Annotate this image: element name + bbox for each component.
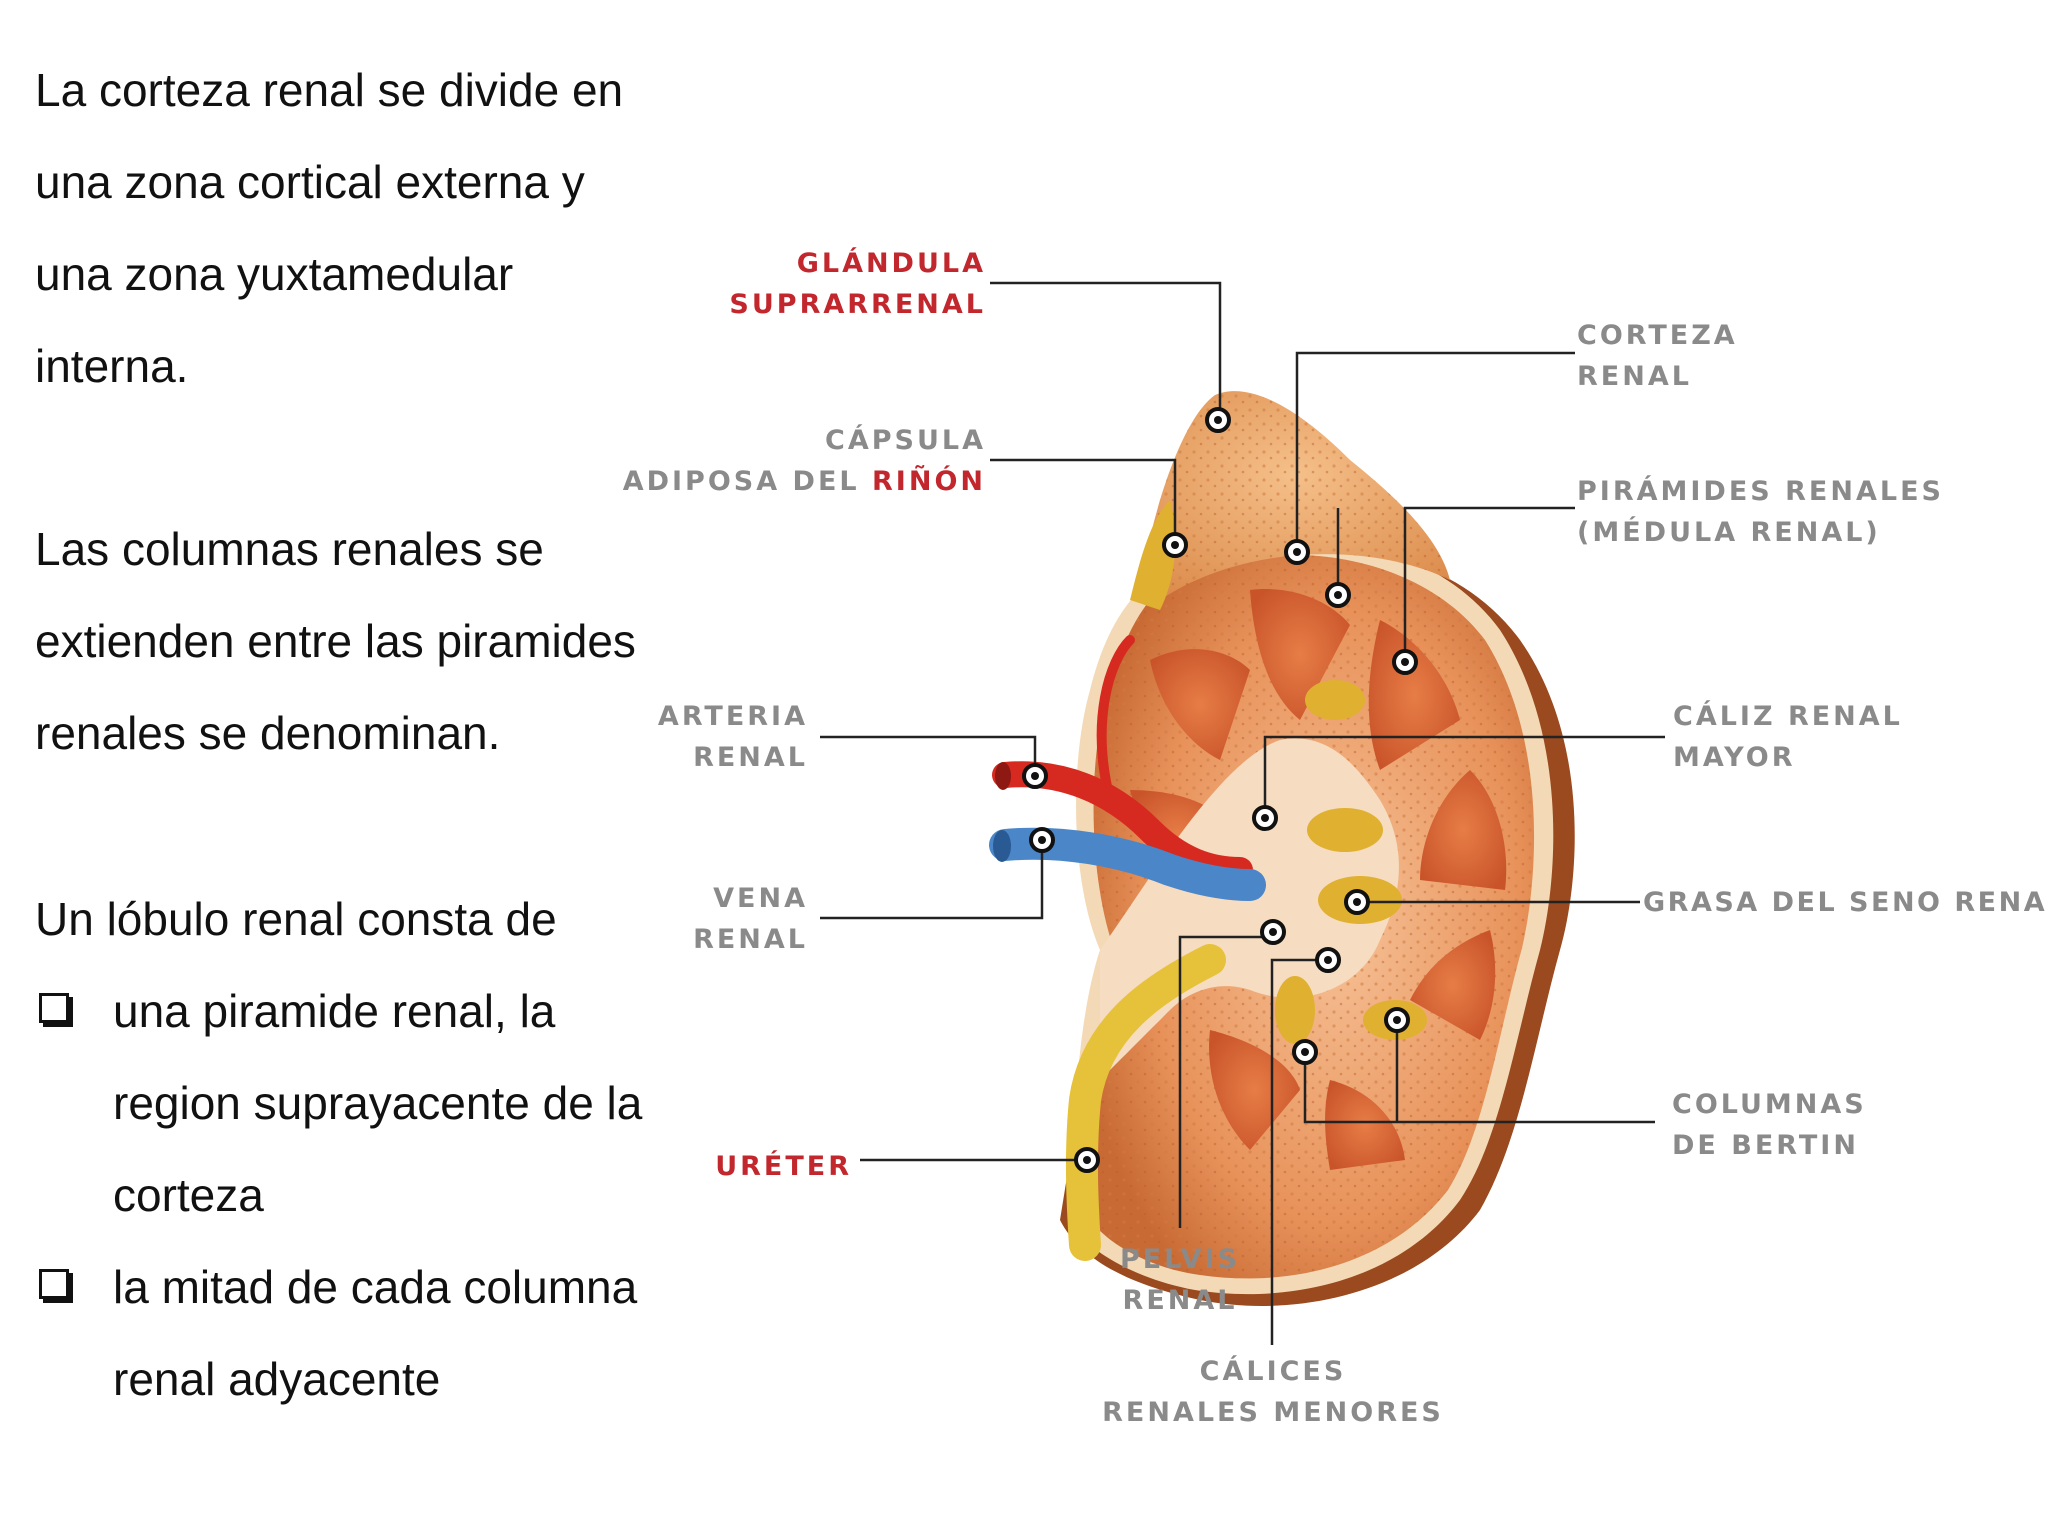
label-calices-line2: RENALES MENORES (1102, 1397, 1444, 1428)
text-line: Un lóbulo renal consta de (35, 893, 557, 945)
text-line: renales se denominan. (35, 707, 501, 759)
text-line: la mitad de cada columna (113, 1261, 638, 1313)
label-caliz-line1: CÁLIZ RENAL (1673, 700, 1903, 732)
lobulo-bullet-list: una piramide renal, la region suprayacen… (35, 965, 642, 1425)
label-corteza-line1: CORTEZA (1577, 320, 1738, 351)
label-capsula-line1: CÁPSULA (825, 424, 986, 456)
text-line: interna. (35, 340, 189, 392)
paragraph-lobulo: Un lóbulo renal consta de (35, 873, 557, 965)
text-line: region suprayacente de la (113, 1077, 643, 1129)
label-pelvis-line1: PELVIS (1120, 1244, 1240, 1275)
label-columnas-line1: COLUMNAS (1672, 1089, 1867, 1120)
text-line: renal adyacente (113, 1353, 441, 1405)
adipose-fat (1130, 500, 1176, 610)
list-item: una piramide renal, la region suprayacen… (35, 965, 642, 1241)
text-line: una piramide renal, la (113, 985, 556, 1037)
text-line: Las columnas renales se (35, 523, 544, 575)
label-arteria-line1: ARTERIA (658, 701, 808, 732)
text-line: una zona yuxtamedular (35, 248, 514, 300)
label-capsula-line2: ADIPOSA DEL RIÑÓN (623, 465, 986, 497)
vein-lumen (993, 830, 1011, 862)
label-capsula-part: ADIPOSA DEL (623, 466, 872, 497)
label-pelvis-line2: RENAL (1123, 1285, 1238, 1316)
text-line: una zona cortical externa y (35, 156, 585, 208)
adrenal-texture (1140, 391, 1450, 600)
list-item: la mitad de cada columna renal adyacente (35, 1241, 642, 1425)
text-line: La corteza renal se divide en (35, 64, 624, 116)
label-corteza-line2: RENAL (1577, 361, 1692, 392)
paragraph-corteza: La corteza renal se divide en una zona c… (35, 44, 623, 412)
label-piramides-line1: PIRÁMIDES RENALES (1577, 475, 1944, 507)
checkbox-bullet-icon (39, 1269, 69, 1299)
label-glandula-line1: GLÁNDULA (797, 247, 986, 279)
renal-pyramids (1130, 589, 1507, 1170)
label-grasa: GRASA DEL SENO RENAL (1643, 887, 2048, 918)
text-line: extienden entre las piramides (35, 615, 636, 667)
label-glandula-line2: SUPRARRENAL (729, 289, 986, 320)
label-caliz-line2: MAYOR (1673, 742, 1796, 773)
label-vena-line2: RENAL (693, 924, 808, 955)
label-piramides-line2: (MÉDULA RENAL) (1577, 516, 1881, 548)
label-arteria-line2: RENAL (693, 742, 808, 773)
marker-dots (1022, 407, 1418, 1173)
label-calices-line1: CÁLICES (1200, 1355, 1347, 1387)
label-capsula-rinon: RIÑÓN (872, 465, 986, 497)
label-ureter: URÉTER (715, 1150, 852, 1182)
artery-lumen (995, 762, 1011, 790)
ureter (1065, 944, 1226, 1261)
renal-artery-branch (1096, 635, 1135, 805)
label-vena-line1: VENA (713, 883, 808, 914)
text-line: corteza (113, 1169, 264, 1221)
checkbox-bullet-icon (39, 993, 69, 1023)
label-columnas-line2: DE BERTIN (1672, 1130, 1859, 1161)
paragraph-columnas: Las columnas renales se extienden entre … (35, 503, 636, 779)
